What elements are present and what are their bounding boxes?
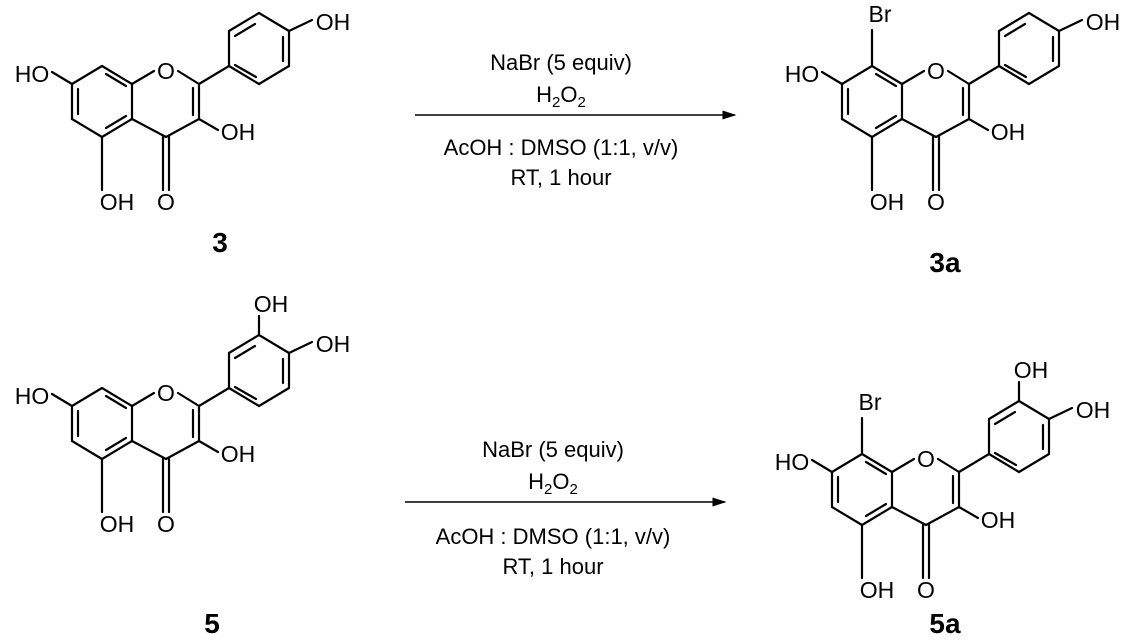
compound-label-3: 3: [212, 227, 228, 258]
atom-carbonyl-oxygen: O: [157, 511, 175, 537]
atom-hydroxyl-5: OH: [100, 511, 135, 537]
atom-hydroxyl-7: HO: [15, 61, 50, 87]
atom-hydroxyl-5: OH: [860, 577, 895, 603]
compound-label-5a: 5a: [929, 608, 961, 639]
conditions-2: NaBr (5 equiv) H2O2 AcOH : DMSO (1:1, v/…: [436, 437, 671, 579]
bond-set: [50, 314, 314, 514]
product-5a-structure: Br O HO OH O OH OH OH: [775, 357, 1111, 603]
condition-time: RT, 1 hour: [510, 165, 611, 190]
atom-hydroxyl-3: OH: [221, 119, 256, 145]
atom-bromine: Br: [859, 389, 882, 415]
atom-hydroxyl-3-prime: OH: [254, 291, 289, 317]
atom-hydroxyl-7: HO: [785, 61, 820, 87]
condition-reagent: NaBr (5 equiv): [490, 50, 632, 75]
bond-set: [50, 11, 314, 192]
atom-bromine: Br: [869, 1, 892, 27]
atom-hydroxyl-3: OH: [991, 119, 1026, 145]
atom-carbonyl-oxygen: O: [927, 189, 945, 215]
atom-carbonyl-oxygen: O: [157, 189, 175, 215]
product-3a-structure: Br O HO OH O OH OH: [785, 1, 1121, 215]
compound-label-5: 5: [204, 608, 220, 639]
bond-set: [810, 380, 1074, 580]
atom-hydroxyl-5: OH: [870, 189, 905, 215]
atom-hydroxyl-5: OH: [100, 189, 135, 215]
reactant-3-structure: O HO OH O OH OH: [15, 9, 351, 215]
atom-ring-oxygen: O: [157, 58, 175, 84]
atom-ring-oxygen: O: [917, 446, 935, 472]
condition-oxidant: H2O2: [528, 469, 578, 498]
atom-hydroxyl-7: HO: [15, 383, 50, 409]
reactant-5-structure: O HO OH O OH OH OH: [15, 291, 351, 537]
atom-hydroxyl-4-prime: OH: [316, 331, 351, 357]
atom-hydroxyl-3: OH: [981, 507, 1016, 533]
atom-ring-oxygen: O: [927, 58, 945, 84]
atom-hydroxyl-4-prime: OH: [1086, 9, 1121, 35]
condition-solvent: AcOH : DMSO (1:1, v/v): [436, 524, 671, 549]
condition-reagent: NaBr (5 equiv): [482, 437, 624, 462]
atom-hydroxyl-3-prime: OH: [1014, 357, 1049, 383]
condition-solvent: AcOH : DMSO (1:1, v/v): [444, 135, 679, 160]
atom-carbonyl-oxygen: O: [917, 577, 935, 603]
conditions-1: NaBr (5 equiv) H2O2 AcOH : DMSO (1:1, v/…: [444, 50, 679, 190]
atom-hydroxyl-4-prime: OH: [1076, 397, 1111, 423]
condition-oxidant: H2O2: [536, 82, 586, 111]
atom-ring-oxygen: O: [157, 380, 175, 406]
compound-label-3a: 3a: [929, 247, 961, 278]
atom-hydroxyl-4-prime: OH: [316, 9, 351, 35]
atom-hydroxyl-3: OH: [221, 441, 256, 467]
condition-time: RT, 1 hour: [502, 554, 603, 579]
atom-hydroxyl-7: HO: [775, 449, 810, 475]
bond-set: [820, 11, 1084, 192]
